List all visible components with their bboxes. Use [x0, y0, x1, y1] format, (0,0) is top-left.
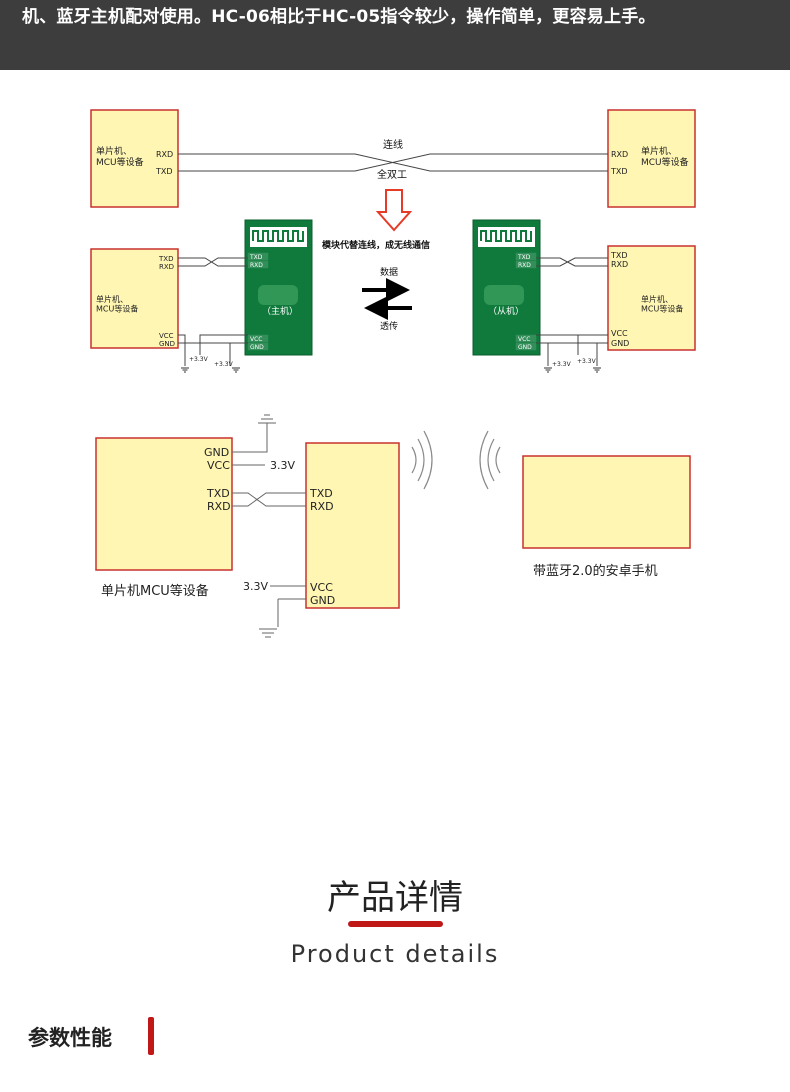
- svg-text:VCC: VCC: [310, 581, 333, 594]
- replace-label: 模块代替连线，成无线通信: [322, 239, 430, 251]
- mcu-label: 单片机MCU等设备: [101, 583, 209, 599]
- mcu-box: [95, 437, 233, 571]
- mid-right-device-label: 单片机、MCU等设备: [641, 294, 683, 314]
- mid-left-device-label: 单片机、MCU等设备: [96, 294, 138, 314]
- params-accent-bar: [148, 1017, 154, 1055]
- slave-chip-glow: [484, 285, 524, 305]
- svg-text:TXD: TXD: [206, 487, 230, 500]
- mid-right-device-box: [607, 245, 696, 351]
- svg-text:RXD: RXD: [611, 260, 628, 269]
- svg-text:GND: GND: [310, 594, 335, 607]
- svg-text:+3.3V: +3.3V: [552, 361, 572, 368]
- svg-text:+3.3V: +3.3V: [189, 356, 209, 363]
- svg-text:RXD: RXD: [310, 500, 334, 513]
- top-right-rxd-label: RXD: [611, 150, 628, 159]
- section-title-en: Product details: [290, 940, 500, 968]
- svg-text:+3.3V: +3.3V: [214, 361, 234, 368]
- phone-label: 带蓝牙2.0的安卓手机: [533, 563, 658, 579]
- ground-symbol-top: [258, 414, 276, 424]
- svg-text:VCC: VCC: [611, 329, 628, 338]
- master-chip-glow: [258, 285, 298, 305]
- mid-left-device-box: [90, 248, 179, 349]
- top-left-rxd-label: RXD: [156, 150, 173, 159]
- slave-label: （从机）: [488, 305, 524, 317]
- transparent-label: 透传: [380, 320, 398, 332]
- mid-left-gnd: GND: [159, 340, 175, 348]
- top-left-txd-label: TXD: [155, 167, 173, 176]
- signal-waves-out: [411, 430, 433, 490]
- section-title-zh: 产品详情: [327, 878, 463, 918]
- svg-text:GND: GND: [204, 446, 229, 459]
- svg-text:3.3V: 3.3V: [270, 459, 295, 472]
- svg-text:TXD: TXD: [610, 251, 628, 260]
- phone-box: [522, 455, 691, 549]
- ground-symbol-bottom: [259, 628, 277, 638]
- master-label: （主机）: [262, 305, 298, 317]
- section-title-underline: [348, 921, 443, 927]
- svg-text:TXD: TXD: [249, 254, 263, 261]
- top-banner: 机、蓝牙主机配对使用。HC-06相比于HC-05指令较少，操作简单，更容易上手。: [0, 0, 790, 70]
- svg-text:GND: GND: [250, 344, 264, 351]
- params-heading: 参数性能: [28, 1026, 112, 1050]
- phone-pairing-diagram: GND VCC TXD RXD 单片机MCU等设备 TXD RXD VCC GN…: [95, 414, 691, 638]
- replace-down-arrow: [375, 189, 413, 232]
- svg-text:TXD: TXD: [517, 254, 531, 261]
- svg-text:RXD: RXD: [250, 262, 263, 269]
- top-right-txd-label: TXD: [610, 167, 628, 176]
- signal-waves-in: [479, 430, 501, 490]
- svg-text:3.3V: 3.3V: [243, 580, 268, 593]
- svg-text:TXD: TXD: [309, 487, 333, 500]
- duplex-label: 全双工: [377, 168, 407, 181]
- svg-text:VCC: VCC: [518, 336, 530, 343]
- svg-text:RXD: RXD: [518, 262, 531, 269]
- mid-left-rxd: RXD: [159, 263, 174, 271]
- top-right-device-box: [607, 109, 696, 208]
- top-left-device-box: [90, 109, 179, 208]
- row1-wires: [178, 153, 608, 172]
- data-label: 数据: [380, 266, 398, 278]
- top-left-device-label: 单片机、MCU等设备: [96, 145, 144, 168]
- svg-text:+3.3V: +3.3V: [577, 358, 597, 365]
- banner-text: 机、蓝牙主机配对使用。HC-06相比于HC-05指令较少，操作简单，更容易上手。: [22, 7, 656, 27]
- mid-left-vcc: VCC: [159, 332, 174, 340]
- svg-text:VCC: VCC: [250, 336, 262, 343]
- svg-text:VCC: VCC: [207, 459, 230, 472]
- mid-left-txd: TXD: [158, 255, 173, 263]
- svg-text:GND: GND: [611, 339, 629, 348]
- svg-text:RXD: RXD: [207, 500, 231, 513]
- connection-diagram: 单片机、MCU等设备 RXD TXD 单片机、MCU等设备 RXD TXD 连线…: [90, 109, 696, 373]
- connection-label: 连线: [383, 138, 403, 151]
- module-box: [305, 442, 400, 609]
- svg-text:GND: GND: [518, 344, 532, 351]
- top-right-device-label: 单片机、MCU等设备: [641, 145, 689, 168]
